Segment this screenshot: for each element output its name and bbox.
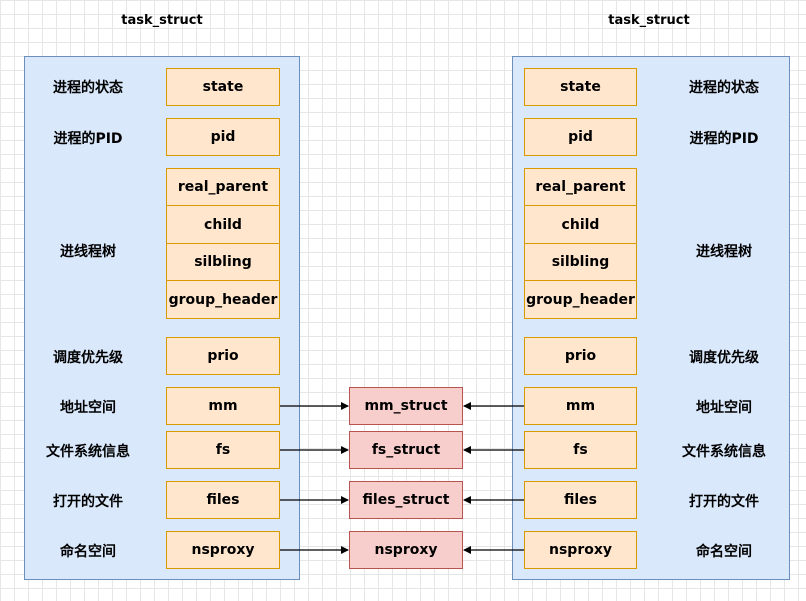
left-field-group-header: group_header	[166, 280, 280, 319]
left-field-child: child	[166, 205, 280, 244]
left-field-real-parent: real_parent	[166, 168, 280, 206]
shared-fs-struct: fs_struct	[349, 431, 463, 469]
left-label-prio: 调度优先级	[53, 350, 123, 366]
left-field-prio: prio	[166, 337, 280, 375]
left-label-mm: 地址空间	[60, 400, 116, 416]
left-field-silbling: silbling	[166, 243, 280, 281]
right-field-files: files	[524, 481, 637, 519]
right-task-struct-title: task_struct	[608, 13, 690, 28]
left-label-fs: 文件系统信息	[46, 444, 130, 460]
left-label-state: 进程的状态	[53, 80, 123, 96]
shared-mm-struct: mm_struct	[349, 387, 463, 425]
right-field-nsproxy: nsproxy	[524, 531, 637, 569]
right-field-fs: fs	[524, 431, 637, 469]
left-field-fs: fs	[166, 431, 280, 469]
right-label-pid: 进程的PID	[689, 131, 759, 147]
right-label-prio: 调度优先级	[689, 350, 759, 366]
right-label-files: 打开的文件	[689, 494, 759, 510]
right-field-pid: pid	[524, 118, 637, 156]
left-label-ns: 命名空间	[60, 544, 116, 560]
left-label-files: 打开的文件	[53, 494, 123, 510]
left-field-nsproxy: nsproxy	[166, 531, 280, 569]
left-field-files: files	[166, 481, 280, 519]
right-field-mm: mm	[524, 387, 637, 425]
left-label-tree: 进线程树	[60, 244, 116, 260]
left-field-pid: pid	[166, 118, 280, 156]
shared-files-struct: files_struct	[349, 481, 463, 519]
right-field-prio: prio	[524, 337, 637, 375]
left-label-pid: 进程的PID	[53, 131, 123, 147]
left-task-struct-title: task_struct	[121, 13, 203, 28]
left-field-state: state	[166, 68, 280, 106]
right-field-real-parent: real_parent	[524, 168, 637, 206]
left-field-mm: mm	[166, 387, 280, 425]
right-field-state: state	[524, 68, 637, 106]
right-label-mm: 地址空间	[696, 400, 752, 416]
right-label-state: 进程的状态	[689, 80, 759, 96]
right-field-group-header: group_header	[524, 280, 637, 319]
right-field-child: child	[524, 205, 637, 244]
right-label-ns: 命名空间	[696, 544, 752, 560]
right-label-tree: 进线程树	[696, 244, 752, 260]
right-label-fs: 文件系统信息	[682, 444, 766, 460]
shared-nsproxy: nsproxy	[349, 531, 463, 569]
